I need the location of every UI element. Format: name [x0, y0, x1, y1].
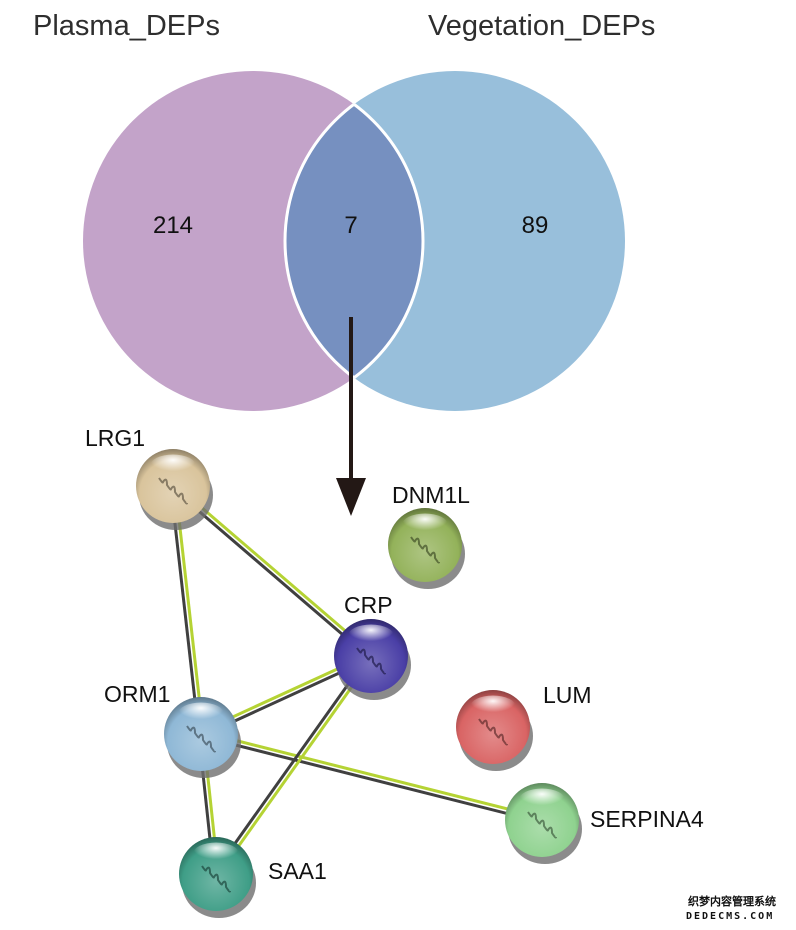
node-gloss	[402, 513, 448, 536]
node-label-orm1: ORM1	[104, 681, 170, 707]
venn-outline-left	[285, 71, 425, 411]
node-label-lum: LUM	[543, 682, 592, 708]
node-crp[interactable]: CRP	[334, 592, 411, 700]
down-arrow-icon	[336, 317, 366, 516]
node-gloss	[519, 788, 565, 811]
node-gloss	[470, 695, 516, 718]
node-serpina4[interactable]: SERPINA4	[505, 783, 704, 864]
protein-structure-icon	[201, 865, 231, 893]
node-label-crp: CRP	[344, 592, 393, 618]
venn-intersection	[285, 71, 423, 411]
node-label-saa1: SAA1	[268, 858, 327, 884]
set-title-plasma: Plasma_DEPs	[33, 10, 220, 42]
edge-orm1-serpina4	[200, 730, 543, 824]
edge-line-textmining	[216, 656, 375, 877]
protein-structure-icon	[478, 718, 508, 746]
node-label-lrg1: LRG1	[85, 425, 145, 451]
set-title-vegetation: Vegetation_DEPs	[428, 10, 655, 42]
watermark-line1: 织梦内容管理系统	[688, 894, 776, 908]
node-dnm1l[interactable]: DNM1L	[388, 482, 470, 589]
venn-diagram: Plasma_DEPs Vegetation_DEPs 214 7 89	[33, 10, 655, 411]
node-lum[interactable]: LUM	[456, 682, 592, 771]
count-intersection: 7	[344, 212, 357, 239]
protein-structure-icon	[527, 811, 557, 839]
node-gloss	[193, 842, 239, 865]
node-orm1[interactable]: ORM1	[104, 681, 241, 778]
node-label-dnm1l: DNM1L	[392, 482, 470, 508]
protein-structure-icon	[410, 536, 440, 564]
protein-structure-icon	[186, 725, 216, 753]
node-gloss	[150, 454, 196, 477]
venn-outline-right	[283, 71, 423, 411]
node-saa1[interactable]: SAA1	[179, 837, 327, 918]
node-label-serpina4: SERPINA4	[590, 806, 704, 832]
count-vegetation-only: 89	[522, 212, 549, 239]
protein-structure-icon	[356, 647, 386, 675]
edge-crp-saa1	[212, 653, 375, 877]
count-plasma-only: 214	[153, 212, 193, 239]
watermark: 织梦内容管理系统 DEDECMS.COM	[686, 894, 776, 922]
node-gloss	[178, 702, 224, 725]
node-gloss	[348, 624, 394, 647]
protein-structure-icon	[158, 477, 188, 505]
edge-line-coexpression	[200, 734, 542, 824]
edge-line-textmining	[201, 730, 543, 820]
watermark-line2: DEDECMS.COM	[686, 911, 774, 922]
edge-line-coexpression	[212, 653, 371, 874]
node-lrg1[interactable]: LRG1	[85, 425, 213, 530]
